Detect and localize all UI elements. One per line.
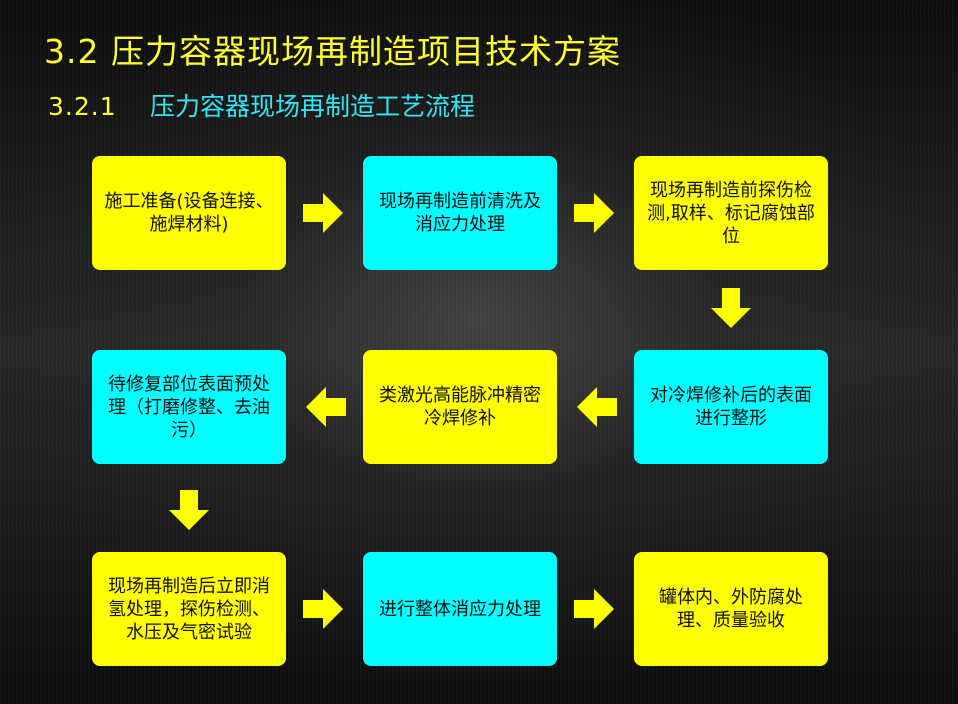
arrow-left-icon [577, 387, 617, 427]
arrow-right-icon [303, 589, 343, 629]
step-2-label: 现场再制造前清洗及消应力处理 [379, 191, 541, 235]
subtitle-text: 压力容器现场再制造工艺流程 [150, 92, 476, 121]
step-4-box: 对冷焊修补后的表面进行整形 [634, 350, 828, 464]
step-1-label: 施工准备(设备连接、施焊材料) [104, 191, 274, 235]
step-3-box: 现场再制造前探伤检测,取样、标记腐蚀部位 [634, 156, 828, 270]
slide-title: 3.2 压力容器现场再制造项目技术方案 [44, 32, 621, 71]
arrow-right-icon [303, 193, 343, 233]
step-4-label: 对冷焊修补后的表面进行整形 [650, 385, 812, 429]
step-5-box: 类激光高能脉冲精密冷焊修补 [363, 350, 557, 464]
step-1-box: 施工准备(设备连接、施焊材料) [92, 156, 286, 270]
step-8-box: 进行整体消应力处理 [363, 552, 557, 666]
step-2-box: 现场再制造前清洗及消应力处理 [363, 156, 557, 270]
arrow-down-icon [169, 490, 209, 530]
arrow-left-icon [306, 387, 346, 427]
step-3-label: 现场再制造前探伤检测,取样、标记腐蚀部位 [647, 179, 815, 247]
step-9-box: 罐体内、外防腐处理、质量验收 [634, 552, 828, 666]
step-9-label: 罐体内、外防腐处理、质量验收 [659, 587, 803, 631]
step-6-label: 待修复部位表面预处理（打磨修整、去油污） [108, 373, 270, 441]
step-8-label: 进行整体消应力处理 [379, 598, 541, 620]
step-7-label: 现场再制造后立即消氢处理，探伤检测、水压及气密试验 [108, 575, 270, 643]
step-6-box: 待修复部位表面预处理（打磨修整、去油污） [92, 350, 286, 464]
arrow-right-icon [574, 589, 614, 629]
arrow-right-icon [574, 193, 614, 233]
arrow-down-icon [711, 288, 751, 328]
step-7-box: 现场再制造后立即消氢处理，探伤检测、水压及气密试验 [92, 552, 286, 666]
step-5-label: 类激光高能脉冲精密冷焊修补 [379, 385, 541, 429]
subtitle-number: 3.2.1 [48, 92, 117, 121]
